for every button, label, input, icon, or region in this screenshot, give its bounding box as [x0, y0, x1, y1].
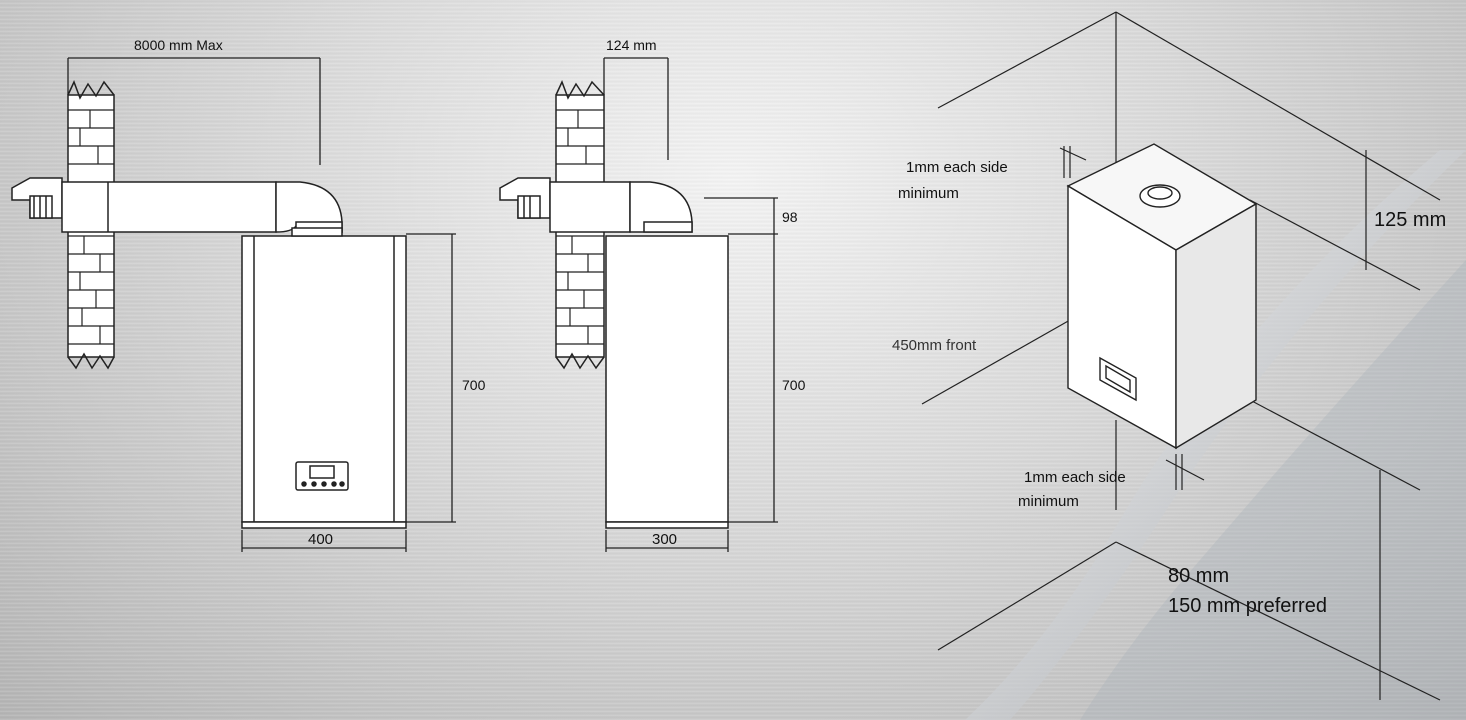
side-view-drawing [11, 80, 407, 529]
side-view-dimensions [67, 57, 456, 552]
boiler-3d [1066, 143, 1258, 450]
flue-pipe-profile [549, 181, 631, 233]
profile-view-drawing [499, 80, 729, 529]
room-corner-lines [921, 11, 1441, 701]
decorative-swoosh [965, 150, 1466, 720]
boiler-side [605, 235, 729, 523]
profile-view-dimensions [603, 57, 778, 552]
decorative-swoosh-shade [1080, 260, 1466, 720]
flue-pipe [61, 181, 277, 233]
control-panel [295, 461, 349, 491]
